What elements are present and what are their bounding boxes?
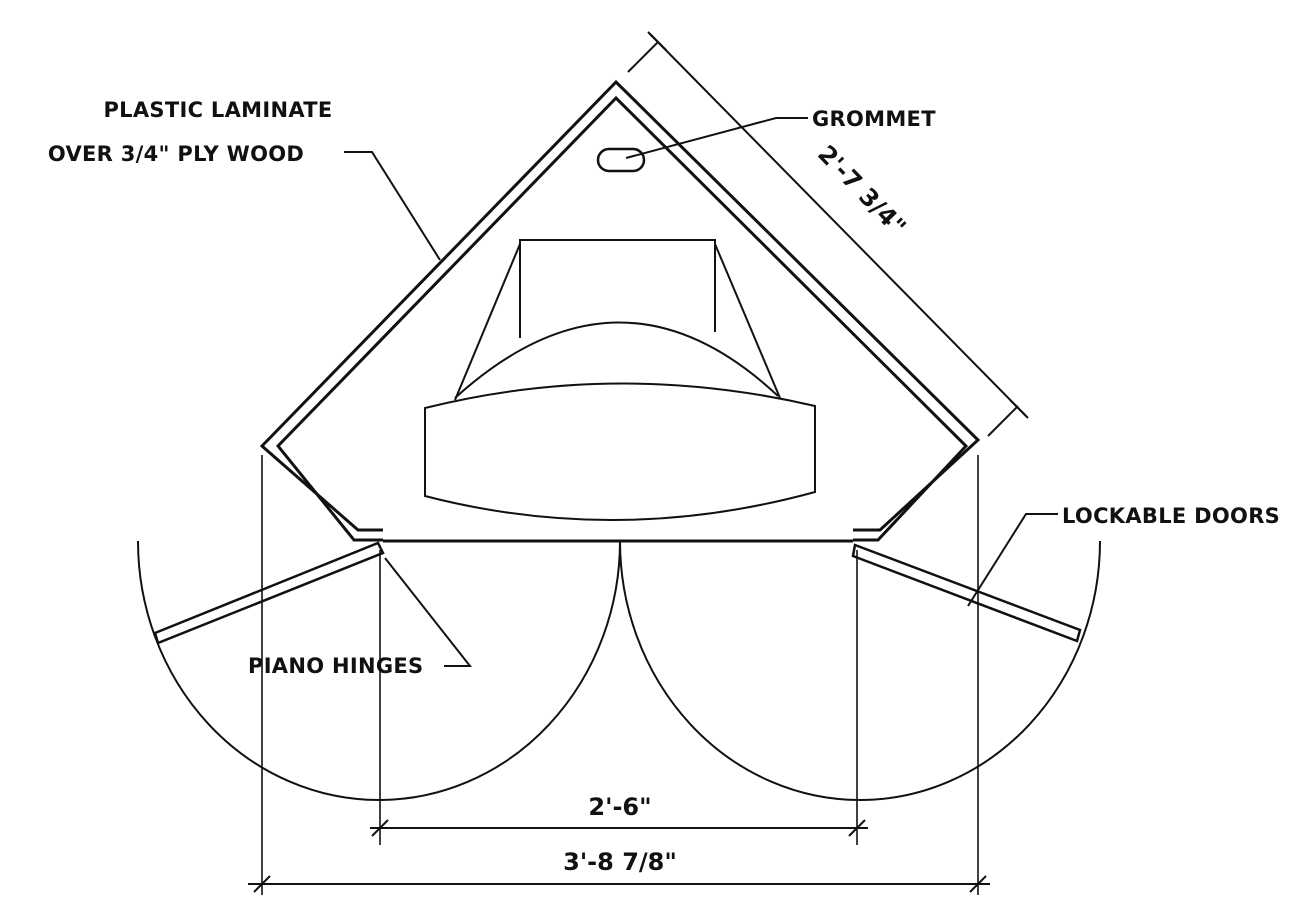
overall-width-dimension (248, 875, 990, 893)
piano-hinges-label: PIANO HINGES (248, 654, 423, 678)
left-door (153, 541, 385, 645)
right-door (851, 543, 1082, 643)
plastic-laminate-label-line2: OVER 3/4" PLY WOOD (48, 142, 304, 166)
lockable-doors-label: LOCKABLE DOORS (1062, 504, 1280, 528)
plastic-laminate-leader (344, 151, 441, 261)
right-door-swing-arc (619, 540, 1101, 801)
inner-width-dimension (370, 819, 868, 837)
inner-width-dimension-text: 2'-6" (588, 793, 651, 821)
diagonal-dimension (627, 31, 1029, 437)
cabinet-inner-outline (275, 95, 969, 542)
television-shape (424, 239, 816, 521)
overall-width-dimension-text: 3'-8 7/8" (563, 848, 677, 876)
plastic-laminate-label-line1: PLASTIC LAMINATE (103, 98, 332, 122)
piano-hinges-leader (384, 557, 473, 667)
grommet-leader (625, 117, 808, 159)
cabinet-outer-outline (259, 79, 981, 532)
left-door-swing-arc (137, 540, 621, 801)
diagonal-dimension-text: 2'-7 3/4" (812, 140, 911, 241)
lockable-doors-leader (967, 513, 1058, 607)
grommet-shape (596, 147, 646, 173)
grommet-label: GROMMET (812, 107, 936, 131)
